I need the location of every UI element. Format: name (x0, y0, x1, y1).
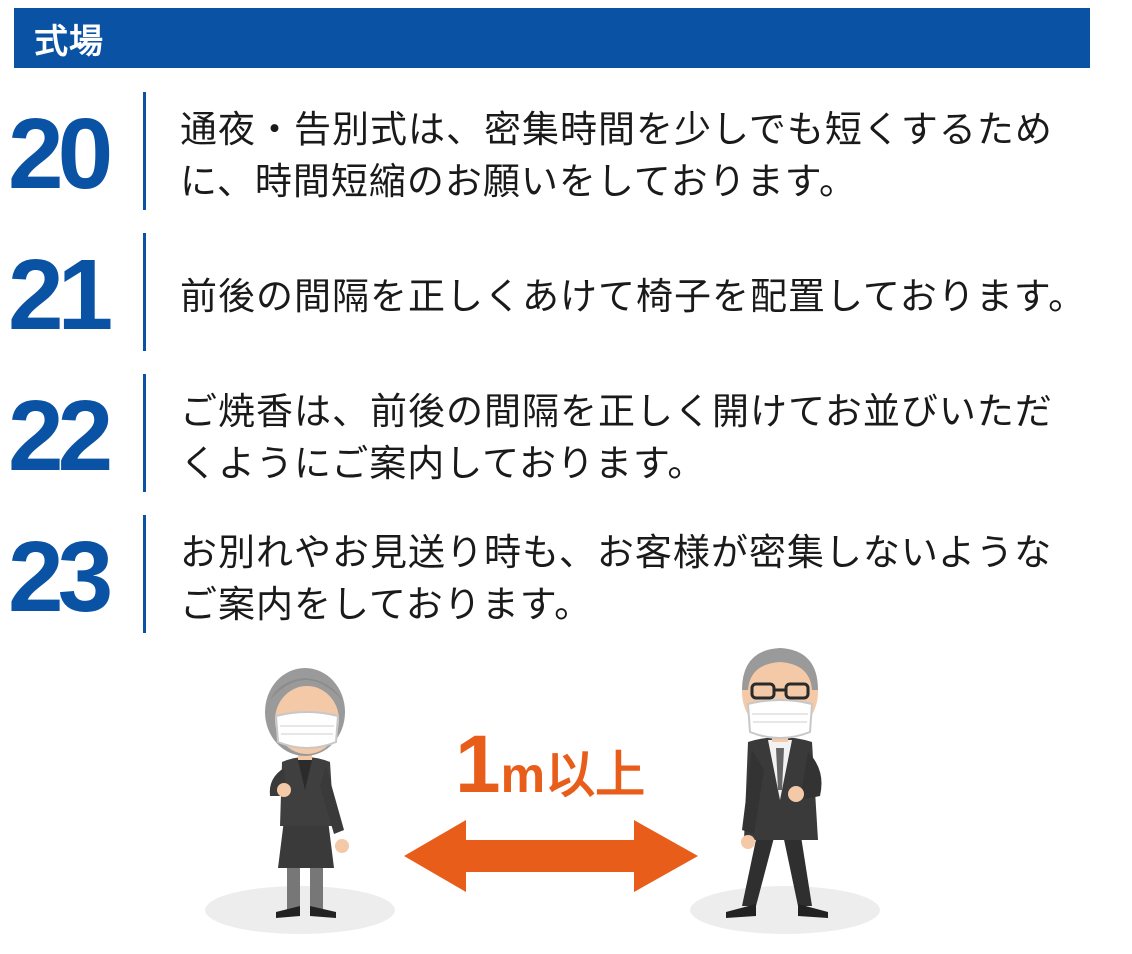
section-title: 式場 (34, 21, 104, 62)
ground-shadow-right (690, 886, 880, 934)
item-text-line: に、時間短縮のお願いをしております。 (180, 160, 857, 203)
double-arrow-icon (404, 820, 698, 892)
item-text: 通夜・告別式は、密集時間を少しでも短くするため に、時間短縮のお願いをしておりま… (180, 104, 1110, 208)
item-text-line: ご焼香は、前後の間隔を正しく開けてお並びいただ (180, 390, 1053, 433)
item-number: 21 (8, 239, 113, 351)
item-text: 前後の間隔を正しくあけて椅子を配置しております。 (180, 271, 1110, 323)
section-header: 式場 (14, 8, 1090, 68)
man-figure-icon (726, 648, 828, 918)
item-text-line: ご案内をしております。 (180, 583, 593, 626)
item-text: ご焼香は、前後の間隔を正しく開けてお並びいただ くようにご案内しております。 (180, 386, 1110, 490)
item-number: 20 (8, 98, 113, 210)
item-number: 23 (8, 521, 113, 633)
item-text-line: 通夜・告別式は、密集時間を少しでも短くするため (180, 108, 1053, 151)
item-text-line: お別れやお見送り時も、お客様が密集しないような (180, 531, 1053, 574)
item-text-line: 前後の間隔を正しくあけて椅子を配置しております。 (180, 275, 1087, 318)
divider (143, 515, 146, 633)
item-text-line: くようにご案内しております。 (180, 442, 706, 485)
distancing-illustration (205, 648, 880, 934)
distance-unit: m以上 (500, 747, 646, 803)
distance-label: 1m以上 (455, 718, 645, 812)
distance-number: 1 (455, 719, 501, 810)
divider (143, 233, 146, 351)
item-number: 22 (8, 380, 113, 492)
woman-figure-icon (265, 668, 349, 918)
divider (143, 92, 146, 210)
divider (143, 374, 146, 492)
item-text: お別れやお見送り時も、お客様が密集しないような ご案内をしております。 (180, 527, 1110, 631)
